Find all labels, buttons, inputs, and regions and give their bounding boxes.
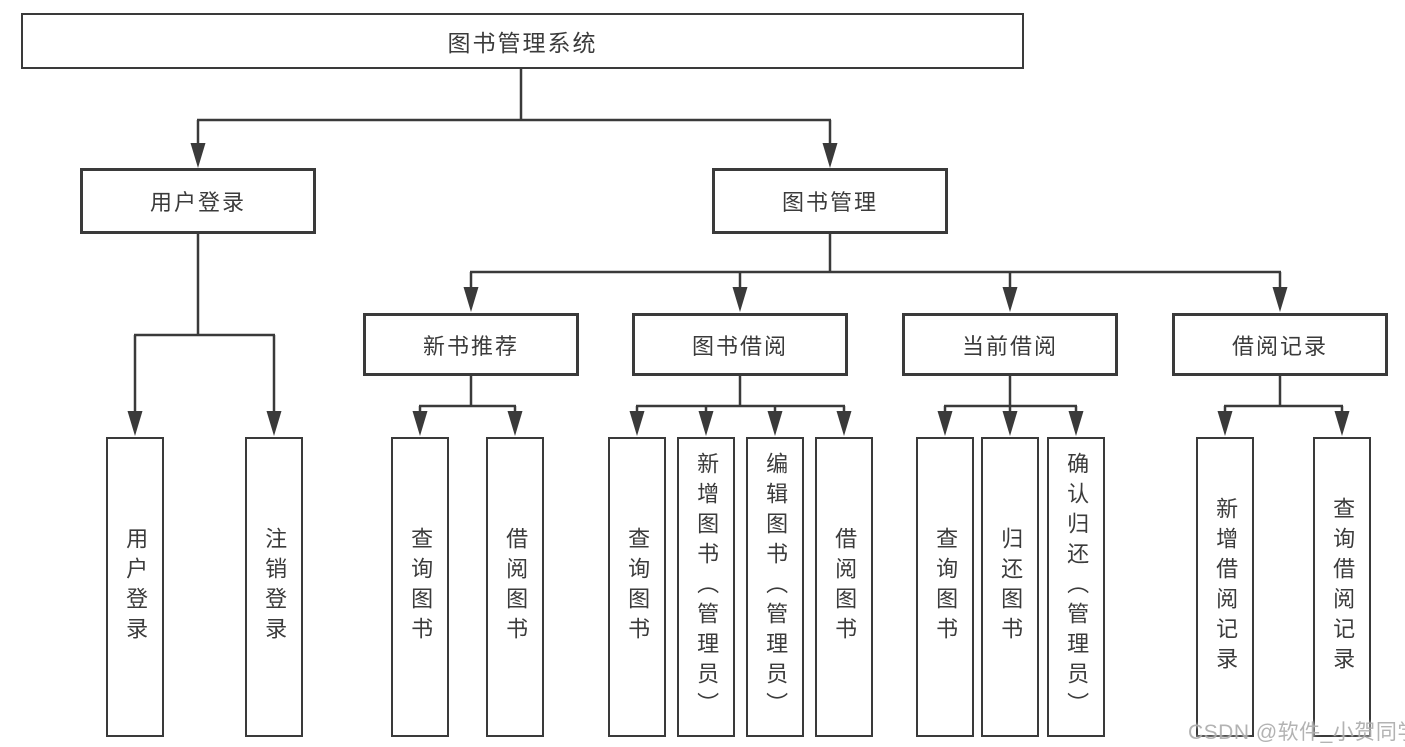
leaf-cb-confirm-return-admin: 确认归还（管理员） xyxy=(1047,437,1105,737)
leaf-cb-return-books: 归还图书 xyxy=(981,437,1039,737)
leaf-br-add-record-label: 新增借阅记录 xyxy=(1213,497,1239,677)
leaf-br-add-record: 新增借阅记录 xyxy=(1196,437,1254,737)
csdn-watermark: CSDN @软件_小贺同学 xyxy=(1188,716,1405,746)
leaf-user-login-label: 用户登录 xyxy=(123,527,149,647)
node-library-management-system-label: 图书管理系统 xyxy=(447,30,598,56)
leaf-bb-edit-books-admin-label: 编辑图书（管理员） xyxy=(763,452,789,722)
leaf-bb-query-books: 查询图书 xyxy=(608,437,666,737)
leaf-nbr-query-books-label: 查询图书 xyxy=(408,527,434,647)
node-book-management-label: 图书管理 xyxy=(781,190,878,215)
leaf-bb-query-books-label: 查询图书 xyxy=(625,527,651,647)
node-new-book-recommend: 新书推荐 xyxy=(363,313,579,376)
node-borrowing-records: 借阅记录 xyxy=(1172,313,1388,376)
csdn-watermark-text: CSDN @软件_小贺同学 xyxy=(1188,721,1405,744)
node-user-login: 用户登录 xyxy=(80,168,316,234)
leaf-logout-label: 注销登录 xyxy=(262,527,288,647)
node-book-borrowing: 图书借阅 xyxy=(632,313,848,376)
node-borrowing-records-label: 借阅记录 xyxy=(1231,333,1328,359)
leaf-bb-edit-books-admin: 编辑图书（管理员） xyxy=(746,437,804,737)
leaf-nbr-query-books: 查询图书 xyxy=(391,437,449,737)
node-user-login-label: 用户登录 xyxy=(149,190,246,215)
leaf-bb-borrow-books-label: 借阅图书 xyxy=(832,527,858,647)
leaf-br-query-record: 查询借阅记录 xyxy=(1313,437,1371,737)
leaf-cb-query-books-label: 查询图书 xyxy=(933,527,959,647)
node-book-borrowing-label: 图书借阅 xyxy=(691,333,788,359)
leaf-cb-return-books-label: 归还图书 xyxy=(998,527,1024,647)
node-library-management-system: 图书管理系统 xyxy=(21,13,1024,69)
leaf-bb-borrow-books: 借阅图书 xyxy=(815,437,873,737)
leaf-bb-add-books-admin: 新增图书（管理员） xyxy=(677,437,735,737)
leaf-nbr-borrow-books-label: 借阅图书 xyxy=(503,527,529,647)
leaf-bb-add-books-admin-label: 新增图书（管理员） xyxy=(694,452,720,722)
node-current-borrowing-label: 当前借阅 xyxy=(961,333,1058,359)
leaf-br-query-record-label: 查询借阅记录 xyxy=(1330,497,1356,677)
leaf-user-login: 用户登录 xyxy=(106,437,164,737)
leaf-cb-query-books: 查询图书 xyxy=(916,437,974,737)
leaf-cb-confirm-return-admin-label: 确认归还（管理员） xyxy=(1064,452,1090,722)
leaf-nbr-borrow-books: 借阅图书 xyxy=(486,437,544,737)
node-book-management: 图书管理 xyxy=(712,168,948,234)
leaf-logout: 注销登录 xyxy=(245,437,303,737)
node-new-book-recommend-label: 新书推荐 xyxy=(422,333,519,359)
node-current-borrowing: 当前借阅 xyxy=(902,313,1118,376)
